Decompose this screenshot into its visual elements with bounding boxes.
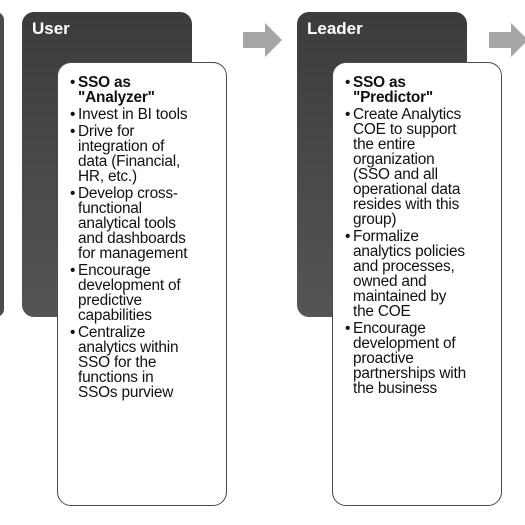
bullet-dot-icon: •	[70, 106, 76, 123]
arrow-right-icon	[489, 23, 525, 57]
bullet-text: Formalize analytics policies and process…	[353, 228, 465, 320]
bullet-dot-icon: •	[345, 106, 351, 123]
bullet-dot-icon: •	[345, 228, 351, 245]
bullet-text: Encourage development of proactive partn…	[353, 320, 466, 397]
bullet-dot-icon: •	[70, 185, 76, 202]
bullet-dot-icon: •	[345, 74, 351, 91]
bullet-text: SSO as "Predictor"	[353, 74, 433, 106]
stage-title: Leader	[307, 19, 363, 38]
bullet-item: •Create Analytics COE to support the ent…	[345, 107, 493, 227]
bullet-list: •SSO as "Predictor"•Create Analytics COE…	[345, 75, 493, 396]
arrow-right-icon	[243, 23, 282, 57]
bullet-dot-icon: •	[70, 262, 76, 279]
bullet-dot-icon: •	[70, 74, 76, 91]
bullet-item: •Drive for integration of data (Financia…	[70, 124, 218, 184]
previous-stage-edge	[0, 12, 4, 317]
bullet-dot-icon: •	[345, 320, 351, 337]
bullet-list: •SSO as "Analyzer"•Invest in BI tools•Dr…	[70, 75, 218, 400]
bullet-dot-icon: •	[70, 324, 76, 341]
bullet-item: •Invest in BI tools	[70, 107, 218, 122]
bullet-text: Drive for integration of data (Financial…	[78, 123, 181, 185]
bullet-text: Encourage development of predictive capa…	[78, 262, 181, 324]
bullet-text: SSO as "Analyzer"	[78, 74, 155, 106]
bullet-text: Invest in BI tools	[78, 106, 188, 123]
bullet-dot-icon: •	[70, 123, 76, 140]
bullet-text: Centralize analytics within SSO for the …	[78, 324, 179, 401]
bullet-item: •Formalize analytics policies and proces…	[345, 229, 493, 319]
bullet-item: •Encourage development of predictive cap…	[70, 263, 218, 323]
bullet-item: •Centralize analytics within SSO for the…	[70, 325, 218, 400]
bullet-text: Create Analytics COE to support the enti…	[353, 106, 462, 228]
bullet-heading: •SSO as "Predictor"	[345, 75, 493, 105]
stage-user-card: •SSO as "Analyzer"•Invest in BI tools•Dr…	[57, 62, 227, 506]
stage-title: User	[32, 19, 70, 38]
stage-leader-card: •SSO as "Predictor"•Create Analytics COE…	[332, 62, 502, 506]
bullet-heading: •SSO as "Analyzer"	[70, 75, 218, 105]
bullet-text: Develop cross- functional analytical too…	[78, 185, 188, 262]
bullet-item: •Encourage development of proactive part…	[345, 321, 493, 396]
bullet-item: •Develop cross- functional analytical to…	[70, 186, 218, 261]
